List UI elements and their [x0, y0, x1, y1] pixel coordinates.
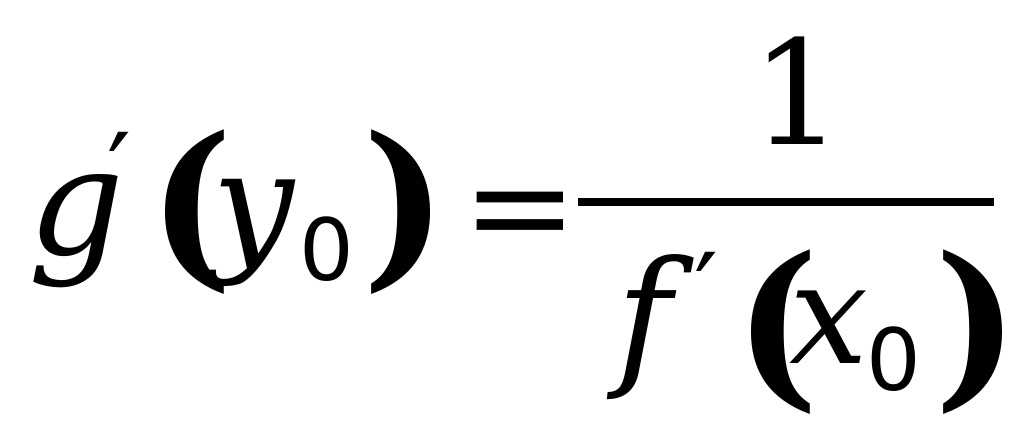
fraction-bar — [578, 198, 994, 206]
denominator-variable-x: x — [789, 234, 868, 397]
denominator-close-paren: ) — [934, 218, 1020, 429]
lhs-open-paren: ( — [148, 98, 234, 309]
denominator-prime: ′ — [694, 231, 719, 354]
denominator-subscript: 0 — [866, 311, 921, 411]
lhs-function-g: g — [28, 116, 125, 290]
lhs-close-paren: ) — [362, 98, 448, 309]
denominator-open-paren: ( — [734, 218, 820, 429]
fraction-numerator: 1 — [751, 10, 844, 179]
lhs-prime: ′ — [107, 111, 132, 234]
equals-sign: = — [462, 126, 578, 287]
lhs-subscript: 0 — [299, 201, 354, 301]
lhs-variable-y: y — [212, 120, 294, 289]
denominator-function-f: f — [616, 230, 672, 404]
